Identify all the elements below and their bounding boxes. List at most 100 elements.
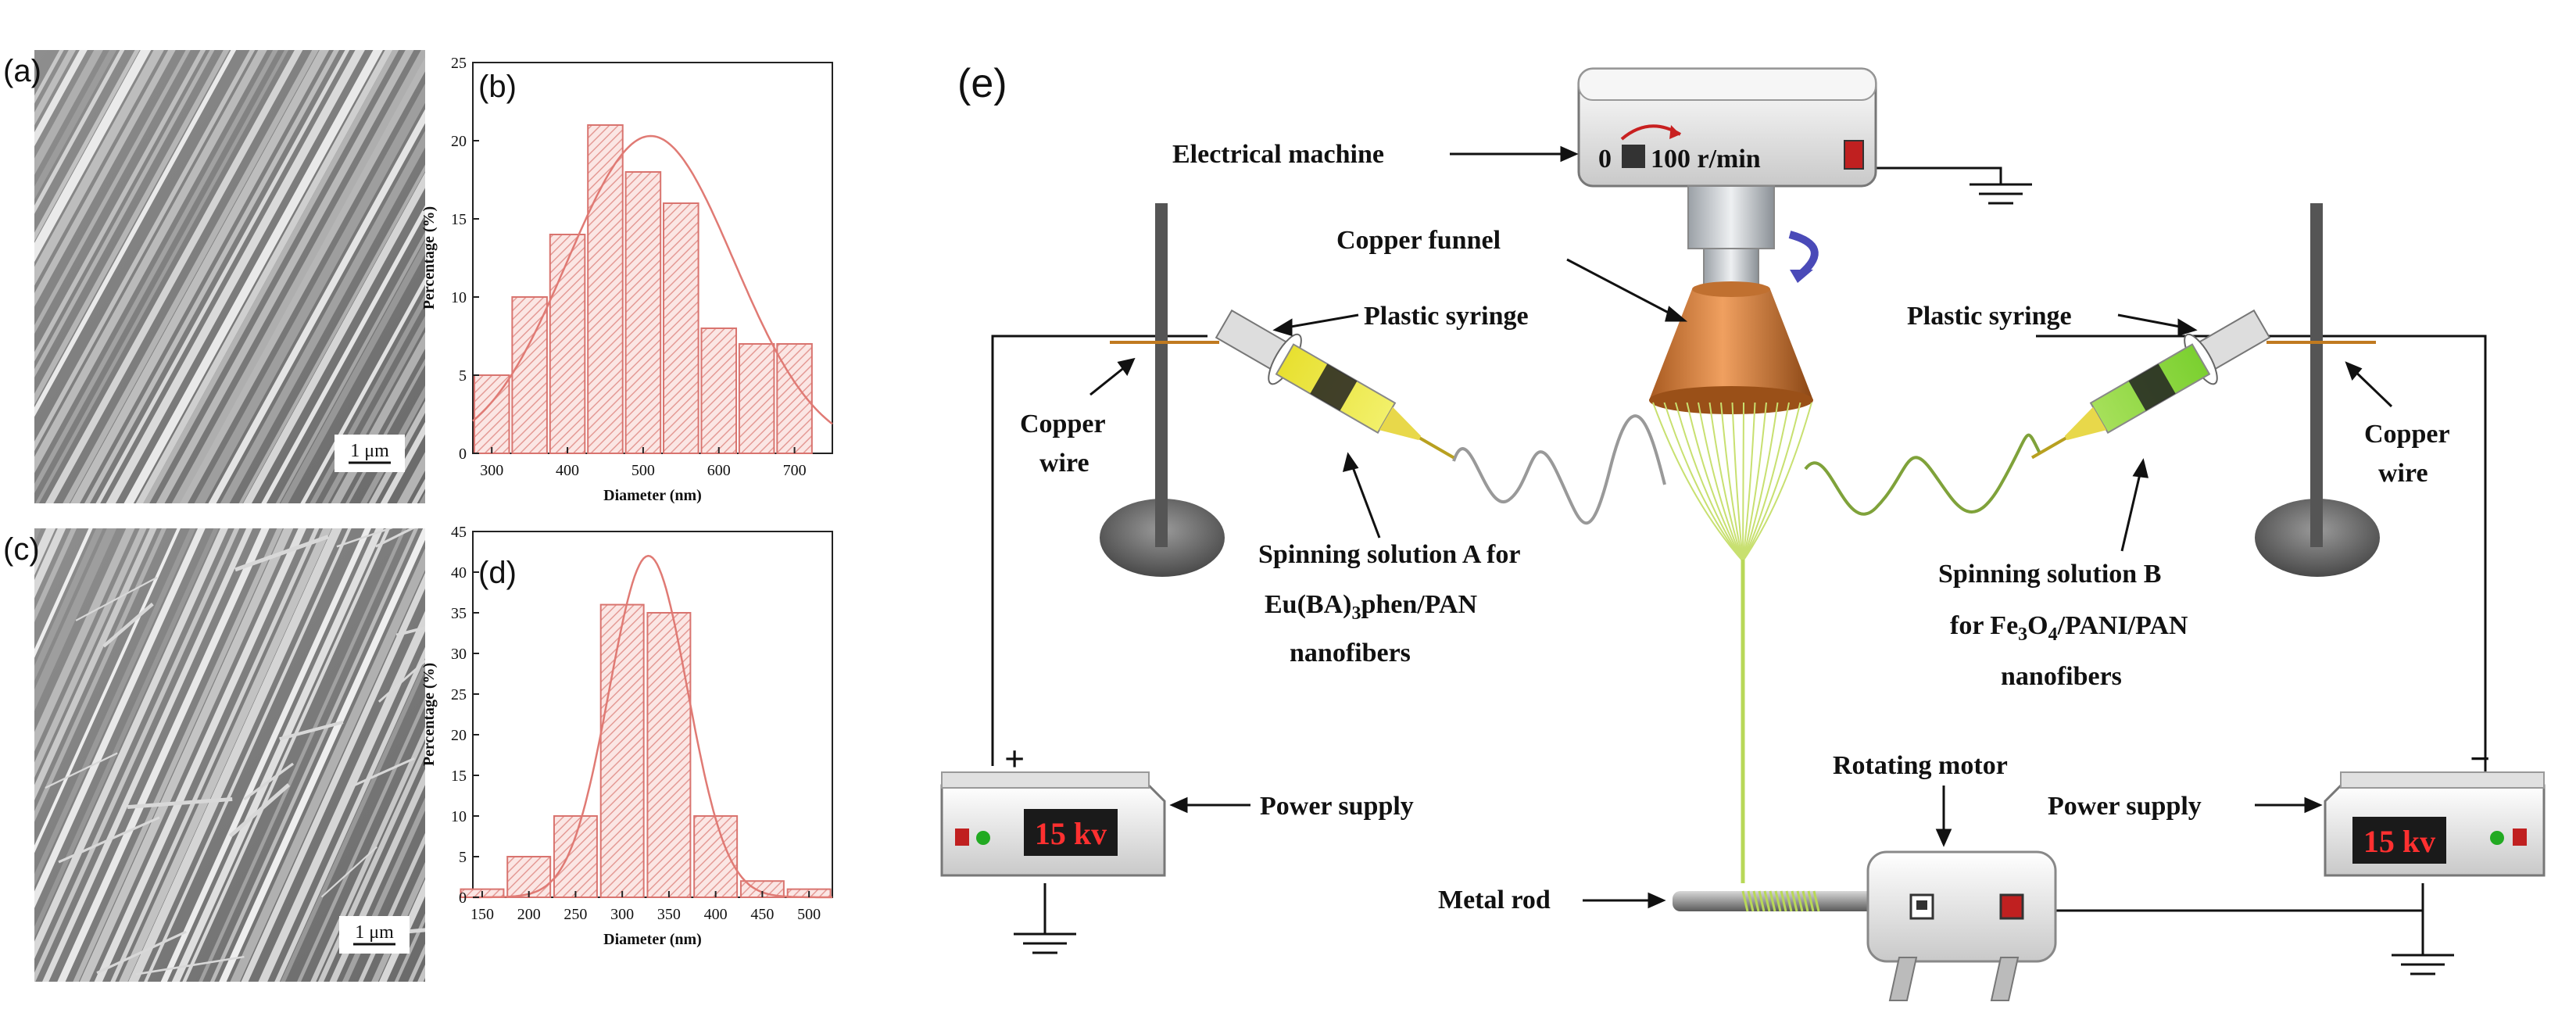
sem-fiber [34, 50, 206, 362]
sem-fiber [377, 659, 425, 703]
jet-wave-left [1452, 414, 1666, 525]
histogram-bar [693, 815, 739, 898]
sem-fiber [80, 528, 294, 982]
histogram-bar [663, 202, 699, 454]
y-tick-label: 15 [451, 211, 467, 228]
sem-fiber [75, 576, 158, 621]
sem-fiber [135, 50, 393, 503]
sem-fiber [34, 528, 147, 778]
panel-label-d: (d) [478, 556, 517, 590]
copper-funnel-pointer [1566, 258, 1688, 322]
sem-fiber [34, 50, 125, 214]
sem-image-c: 1 μm [34, 528, 425, 982]
y-tick-label: 40 [451, 564, 467, 582]
sem-fiber [208, 109, 425, 503]
sem-fiber [280, 660, 425, 982]
x-tick-label: 400 [556, 462, 579, 479]
sem-fiber [42, 528, 253, 982]
sem-fiber [34, 528, 117, 711]
sem-fiber [194, 83, 425, 503]
fiber-winding [1812, 890, 1820, 912]
sem-fiber [368, 400, 425, 503]
voltage-display-right: 15 kv [2363, 824, 2435, 859]
fiber-winding [1769, 890, 1776, 912]
sem-fiber [220, 131, 425, 503]
sem-fiber [35, 50, 289, 503]
copper-wire-right-label-2: wire [2378, 459, 2428, 488]
x-tick-label: 300 [480, 462, 503, 479]
copper-wire-right-pointer [2345, 361, 2393, 408]
electrical-machine-label: Electrical machine [1172, 140, 1384, 169]
voltage-display-left: 15 kv [1035, 816, 1107, 851]
panel-label-b: (b) [478, 70, 517, 104]
sem-fiber [45, 752, 118, 789]
sem-fiber [102, 603, 154, 648]
sem-fiber [241, 572, 425, 982]
sem-fiber [144, 528, 352, 982]
x-axis-label: Diameter (nm) [603, 487, 702, 504]
fiber-winding [1785, 890, 1793, 912]
y-tick-label: 0 [459, 889, 467, 907]
sem-fiber [199, 528, 407, 982]
sem-fiber [84, 50, 339, 503]
sem-fiber [57, 528, 270, 982]
y-axis-label: Percentage (%) [420, 206, 438, 310]
fiber-winding [1791, 890, 1798, 912]
x-tick-label: 600 [707, 462, 731, 479]
sem-fiber [258, 610, 425, 982]
panel-label-e: (e) [957, 61, 1007, 106]
left-stand [1100, 203, 1225, 577]
y-tick-label: 25 [451, 686, 467, 703]
solution-a-line-1: Spinning solution A for [1258, 540, 1520, 569]
power-switch-icon [1844, 140, 1864, 170]
x-tick-label: 450 [750, 906, 774, 923]
histogram-bar [587, 124, 624, 454]
fiber-winding [1747, 890, 1755, 912]
solution-b-line-2: for Fe3O4/PANI/PAN [1950, 611, 2188, 645]
sem-fiber [209, 528, 419, 982]
x-tick-label: 500 [631, 462, 655, 479]
right-stand [2255, 203, 2380, 577]
sem-fiber [34, 528, 103, 682]
solution-a-line-3: nanofibers [1290, 639, 1411, 667]
sem-fiber [34, 50, 152, 263]
y-tick-label: 15 [451, 768, 467, 785]
speed-max-label: 100 r/min [1651, 145, 1761, 174]
plastic-syringe-left-label: Plastic syringe [1364, 302, 1529, 331]
sem-fiber [378, 879, 425, 982]
sem-fiber [34, 528, 77, 623]
sem-fiber [34, 50, 267, 474]
sem-fiber [336, 528, 393, 548]
sem-fiber [106, 50, 365, 503]
y-tick-label: 35 [451, 605, 467, 622]
jet-fiber [1731, 402, 1744, 562]
power-supply-left: 15 kv [940, 771, 1166, 877]
sem-fiber [297, 696, 425, 982]
histogram-bar [700, 327, 738, 454]
sem-fiber [135, 955, 245, 975]
metal-rod [1673, 890, 1884, 912]
panel-label-a: (a) [3, 54, 41, 88]
sem-fiber [119, 528, 332, 982]
sem-fiber [261, 205, 425, 503]
fiber-winding [1807, 890, 1815, 912]
jet-fiber [1742, 402, 1801, 562]
sem-fiber [127, 796, 233, 809]
jet-fiber [1708, 402, 1744, 562]
sem-fiber [34, 528, 181, 854]
y-axis-label: Percentage (%) [420, 663, 438, 766]
histogram-bar [624, 171, 662, 454]
sem-fiber [234, 535, 329, 572]
jet-fiber [1698, 402, 1744, 562]
sem-fiber [34, 528, 206, 909]
sem-fiber [34, 50, 77, 126]
sem-fiber [34, 50, 237, 417]
y-tick-label: 25 [451, 55, 467, 72]
plastic-syringe-left-pointer [1272, 313, 1359, 337]
sem-fiber [34, 50, 230, 405]
sem-fiber [34, 528, 240, 982]
speed-min-label: 0 [1598, 145, 1612, 174]
fiber-winding [1763, 890, 1771, 912]
sem-fiber [171, 528, 384, 982]
